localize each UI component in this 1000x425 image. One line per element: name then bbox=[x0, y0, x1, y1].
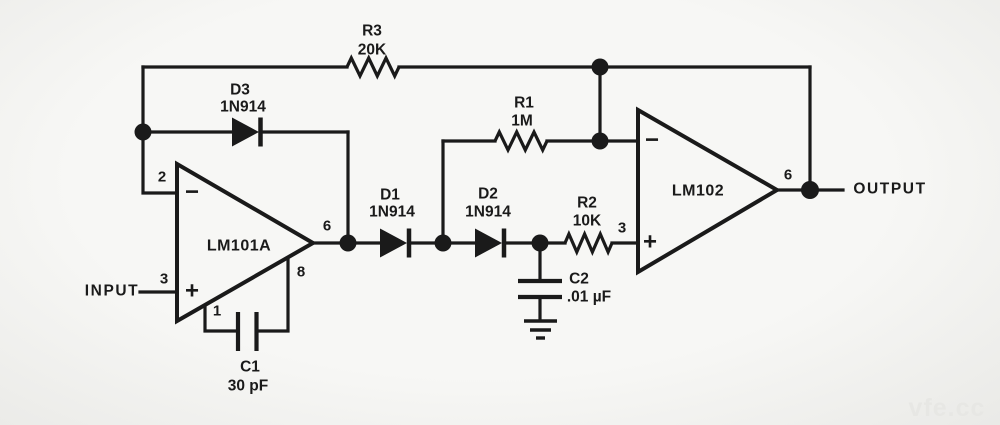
inverting-input-sign: − bbox=[185, 179, 199, 206]
diode-triangle bbox=[232, 117, 259, 147]
pin-number-6: 6 bbox=[323, 218, 331, 235]
junction-dot bbox=[591, 132, 609, 150]
resistor-zigzag bbox=[563, 229, 614, 257]
diode-d3: D3 1N914 bbox=[220, 82, 266, 147]
pin-number-3: 3 bbox=[160, 271, 168, 288]
opamp-triangle bbox=[175, 160, 318, 325]
opamp-lm102: LM102 − + 3 6 bbox=[618, 106, 792, 276]
junction-dot bbox=[531, 234, 549, 252]
noninverting-input-sign: + bbox=[643, 229, 657, 256]
input-label: INPUT bbox=[85, 283, 140, 300]
wire-left-column-pin2 bbox=[141, 65, 179, 195]
resistor-value: 20K bbox=[358, 42, 387, 59]
resistor-zigzag bbox=[345, 54, 401, 80]
diode-ref: D3 bbox=[230, 82, 250, 99]
resistor-r1: R1 1M bbox=[493, 95, 549, 154]
capacitor-value: 30 pF bbox=[228, 378, 268, 395]
capacitor-c1: C1 30 pF bbox=[228, 312, 268, 395]
capacitor-c2: C2 .01 µF bbox=[518, 271, 611, 340]
pin-number-8: 8 bbox=[297, 264, 305, 281]
diode-d1: D1 1N914 bbox=[369, 187, 415, 258]
resistor-value: 10K bbox=[573, 213, 602, 230]
resistor-r3: R3 20K bbox=[345, 23, 401, 80]
ground-symbol bbox=[524, 319, 557, 340]
junction-dots bbox=[134, 58, 819, 252]
diode-triangle bbox=[380, 228, 407, 258]
junction-dot bbox=[591, 58, 609, 76]
resistor-ref: R3 bbox=[362, 23, 382, 40]
junction-dot bbox=[434, 234, 452, 252]
resistor-ref: R2 bbox=[577, 195, 597, 212]
noninverting-input-sign: + bbox=[185, 278, 199, 305]
diode-ref: D1 bbox=[380, 187, 400, 204]
output-label: OUTPUT bbox=[853, 181, 926, 198]
diode-part: 1N914 bbox=[369, 204, 415, 221]
diode-d2: D2 1N914 bbox=[465, 186, 511, 258]
diode-triangle bbox=[475, 228, 502, 258]
wire-c1-pin8 bbox=[256, 256, 290, 333]
opamp-triangle bbox=[636, 106, 781, 276]
opamp-name: LM102 bbox=[672, 183, 724, 200]
resistor-ref: R1 bbox=[514, 95, 534, 112]
resistor-value: 1M bbox=[511, 113, 533, 130]
capacitor-value: .01 µF bbox=[567, 289, 611, 306]
junction-dot bbox=[801, 181, 819, 199]
watermark: vfe.cc bbox=[909, 394, 986, 422]
resistor-zigzag bbox=[493, 128, 549, 154]
diode-ref: D2 bbox=[478, 186, 498, 203]
diode-part: 1N914 bbox=[220, 99, 266, 116]
opamp-name: LM101A bbox=[207, 238, 271, 255]
pin-number-6: 6 bbox=[784, 167, 792, 184]
capacitor-ref: C2 bbox=[569, 271, 589, 288]
inverting-input-sign: − bbox=[645, 127, 659, 154]
pin-number-2: 2 bbox=[158, 169, 166, 186]
wire-c1-pin1 bbox=[203, 304, 238, 333]
opamp-lm101a: LM101A − + 2 3 6 1 8 bbox=[158, 160, 331, 325]
junction-dot bbox=[134, 123, 152, 141]
diode-part: 1N914 bbox=[465, 204, 511, 221]
resistor-r2: R2 10K bbox=[563, 195, 614, 257]
pin-number-3: 3 bbox=[618, 220, 626, 237]
wires bbox=[138, 65, 845, 333]
junction-dot bbox=[339, 234, 357, 252]
capacitor-ref: C1 bbox=[240, 359, 260, 376]
pin-number-1: 1 bbox=[213, 303, 221, 320]
